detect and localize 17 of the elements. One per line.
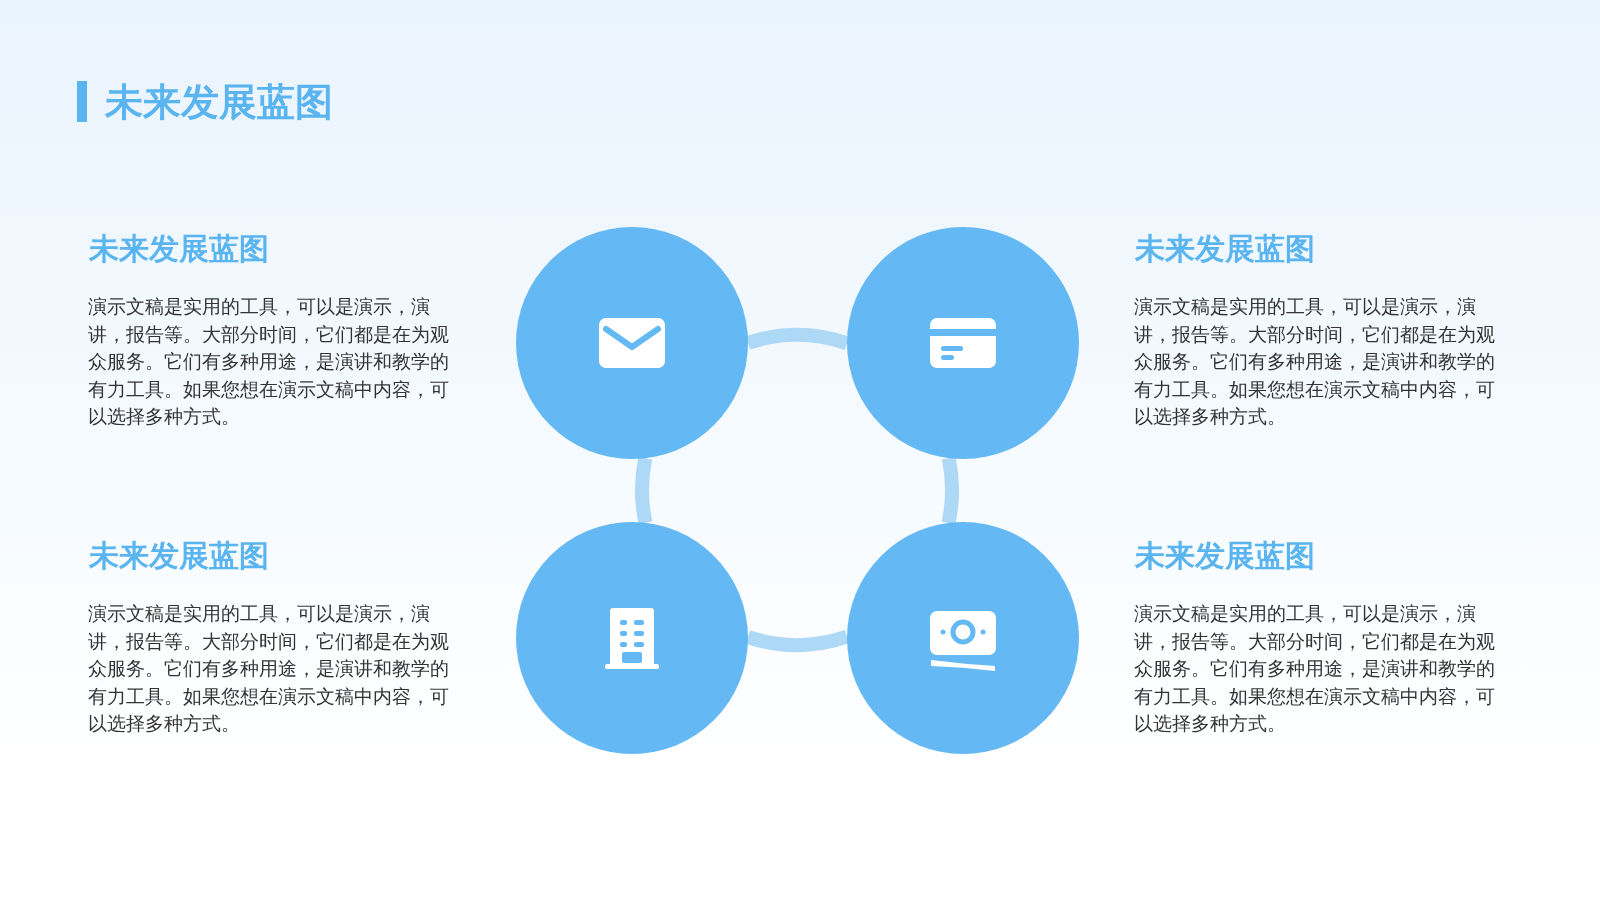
ring-connector bbox=[941, 457, 959, 525]
section-text: 演示文稿是实用的工具，可以是演示，演讲，报告等。大部分时间，它们都是在为观众服务。它们有多种用途，是演讲和教学的有力工具。如果您想在演示文稿中内容，可以选择多种方式。 bbox=[1134, 295, 1496, 429]
section-heading: 未来发展蓝图 bbox=[1135, 231, 1315, 267]
ring-connector bbox=[635, 457, 653, 524]
section-heading: 未来发展蓝图 bbox=[89, 538, 269, 574]
icon-circle bbox=[847, 522, 1079, 754]
icon-circle bbox=[516, 227, 748, 459]
section-heading: 未来发展蓝图 bbox=[89, 231, 269, 267]
section-heading: 未来发展蓝图 bbox=[1135, 538, 1315, 574]
section-text: 演示文稿是实用的工具，可以是演示，演讲，报告等。大部分时间，它们都是在为观众服务。它们有多种用途，是演讲和教学的有力工具。如果您想在演示文稿中内容，可以选择多种方式。 bbox=[88, 295, 450, 429]
section-text: 演示文稿是实用的工具，可以是演示，演讲，报告等。大部分时间，它们都是在为观众服务。它们有多种用途，是演讲和教学的有力工具。如果您想在演示文稿中内容，可以选择多种方式。 bbox=[88, 602, 450, 736]
title: 未来发展蓝图 bbox=[105, 80, 333, 124]
section-text: 演示文稿是实用的工具，可以是演示，演讲，报告等。大部分时间，它们都是在为观众服务。它们有多种用途，是演讲和教学的有力工具。如果您想在演示文稿中内容，可以选择多种方式。 bbox=[1134, 602, 1496, 736]
icon-circle bbox=[516, 522, 748, 754]
ring-connector bbox=[746, 328, 849, 351]
ring-connector bbox=[746, 629, 849, 652]
icon-circle bbox=[847, 227, 1079, 459]
